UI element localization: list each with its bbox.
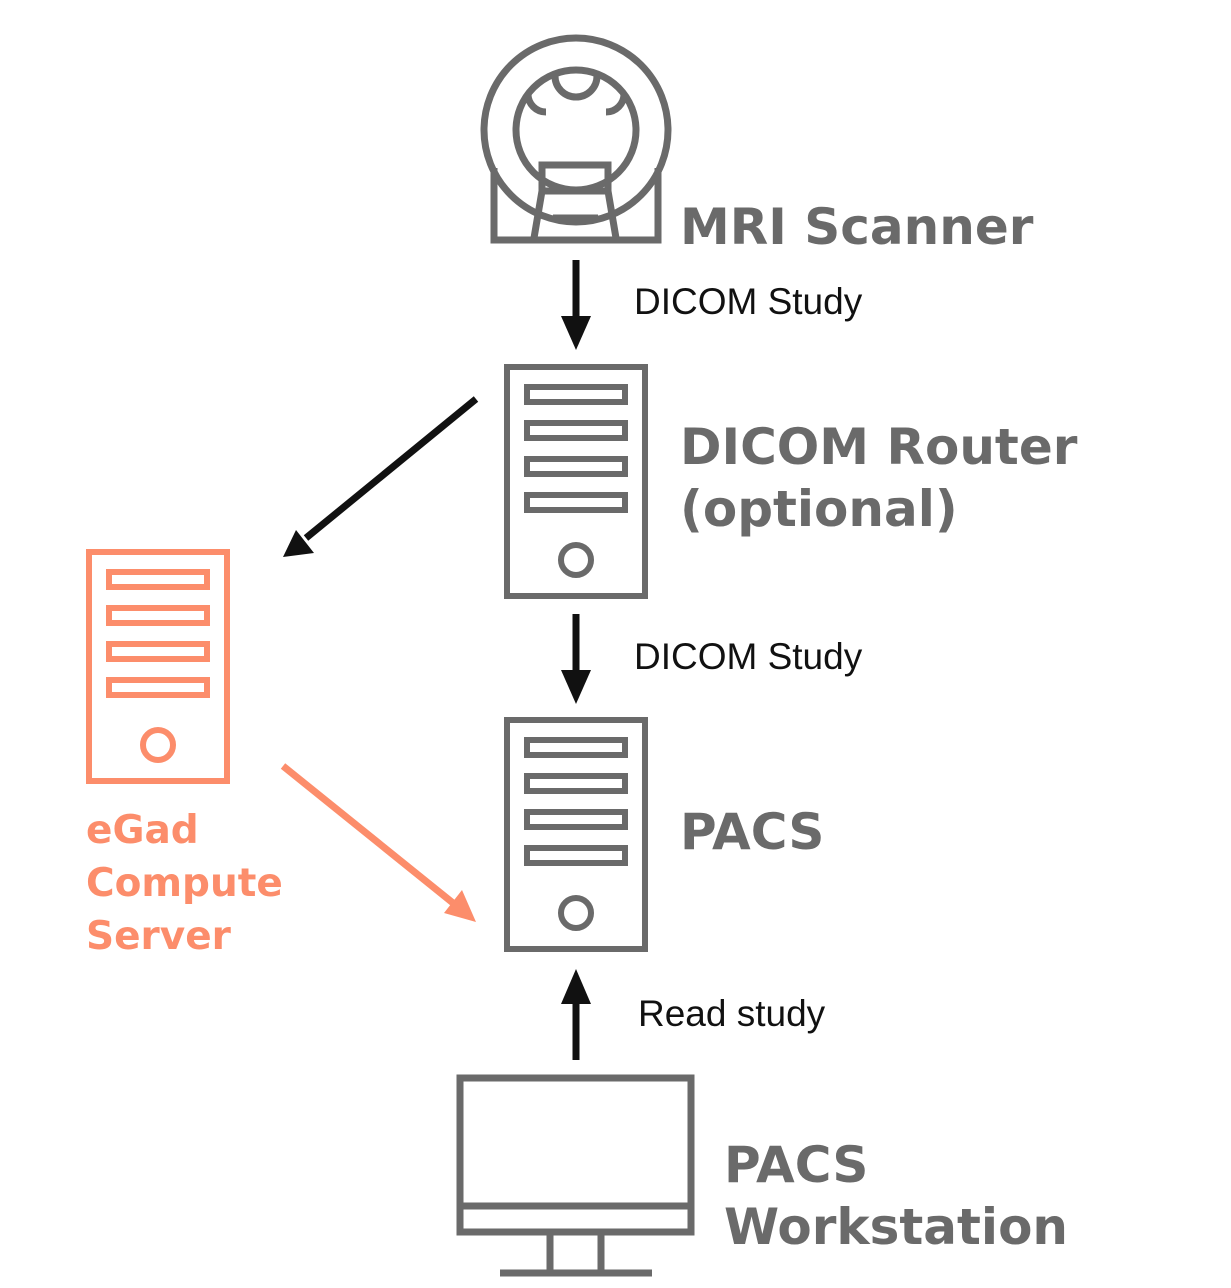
pacs-workstation-label: PACS Workstation <box>724 1134 1068 1258</box>
mri-scanner-label: MRI Scanner <box>680 198 1034 256</box>
edge-label-scanner-to-router: DICOM Study <box>634 281 863 322</box>
pacs-workstation-label-line2: Workstation <box>724 1198 1069 1256</box>
server-tower-icon <box>504 717 648 952</box>
dicom-router-label: DICOM Router (optional) <box>680 416 1077 540</box>
server-tower-icon <box>504 364 648 599</box>
egad-server-label-line2: Compute <box>86 861 283 906</box>
pacs-label: PACS <box>680 803 825 861</box>
mri-scanner-icon <box>480 34 672 244</box>
server-tower-icon <box>86 549 230 784</box>
arrow-workstation-to-pacs <box>561 969 591 1060</box>
arrow-egad-to-pacs <box>280 763 476 922</box>
pacs-workstation-label-line1: PACS <box>724 1136 869 1194</box>
egad-server-label-line1: eGad <box>86 808 199 853</box>
monitor-icon <box>456 1074 695 1277</box>
dicom-router-label-line1: DICOM Router <box>680 418 1078 476</box>
egad-server-label: eGad Compute Server <box>86 804 283 963</box>
arrow-scanner-to-router <box>561 260 591 350</box>
egad-server-label-line3: Server <box>86 914 231 959</box>
arrow-router-to-pacs <box>561 614 591 704</box>
dicom-router-label-line2: (optional) <box>680 480 958 538</box>
arrow-router-to-egad <box>283 396 479 557</box>
edge-label-router-to-pacs: DICOM Study <box>634 636 863 677</box>
edge-label-workstation-to-pacs: Read study <box>638 993 826 1034</box>
